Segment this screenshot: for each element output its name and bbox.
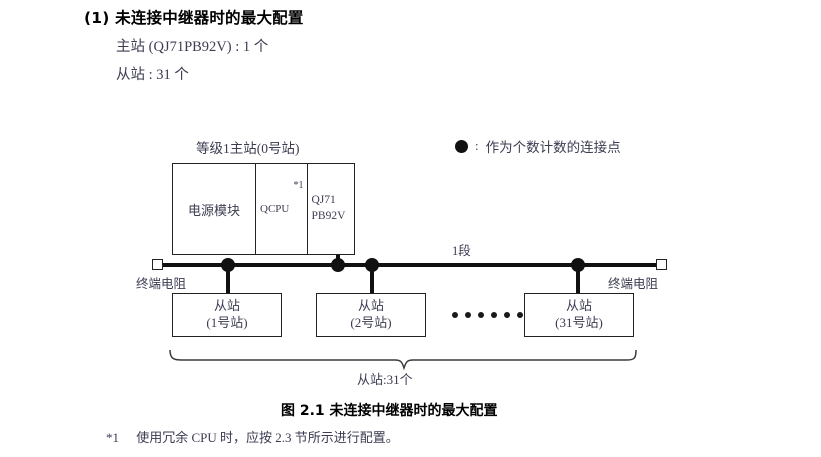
terminating-resistor-right-label: 终端电阻	[608, 277, 659, 291]
cpu-module-label: QCPU	[260, 203, 290, 215]
slave-group-caption: 从站:31个	[357, 372, 413, 387]
network-module-cell: QJ71 PB92V	[308, 164, 355, 254]
slave-2-station: (2号站)	[350, 315, 392, 330]
slave-station-box-31: 从站 (31号站)	[524, 293, 634, 337]
network-module-label-line2: PB92V	[311, 210, 346, 222]
master-station-label: 等级1主站(0号站)	[196, 141, 300, 156]
bracket-shape-icon	[169, 349, 637, 371]
footnote: *1 使用冗余 CPU 时，应按 2.3 节所示进行配置。	[106, 427, 399, 446]
slave-station-box-1: 从站 (1号站)	[172, 293, 282, 337]
ellipsis-dot	[504, 312, 510, 318]
power-module-cell: 电源模块	[173, 164, 257, 254]
slave-station-box-2: 从站 (2号站)	[316, 293, 426, 337]
ellipsis-dot	[452, 312, 458, 318]
slave-group-bracket	[168, 348, 638, 375]
footnote-mark: *1	[106, 430, 119, 445]
ellipsis-dot	[478, 312, 484, 318]
ellipsis-dots	[452, 312, 523, 318]
heading-block: (1) 未连接中继器时的最大配置 主站 (QJ71PB92V) : 1 个 从站…	[84, 6, 684, 84]
slave-2-title: 从站	[357, 298, 384, 314]
terminating-resistor-left-icon	[152, 259, 163, 270]
filled-circle-icon	[455, 139, 468, 153]
slave-1-title: 从站	[213, 298, 240, 314]
slave-31-station: (31号站)	[555, 315, 603, 330]
cpu-footnote-mark: *1	[293, 180, 304, 191]
footnote-text: 使用冗余 CPU 时，应按 2.3 节所示进行配置。	[136, 430, 399, 445]
ellipsis-dot	[491, 312, 497, 318]
slave-31-title: 从站	[565, 298, 592, 314]
network-module-label-line1: QJ71	[311, 194, 336, 207]
terminating-resistor-right-icon	[656, 259, 667, 270]
figure-caption: 图 2.1 未连接中继器时的最大配置	[281, 403, 498, 419]
ellipsis-dot	[465, 312, 471, 318]
terminating-resistor-left-label: 终端电阻	[136, 277, 187, 291]
slave-2-drop-line	[370, 265, 374, 293]
connection-dot-master	[331, 258, 345, 272]
ellipsis-dot	[517, 312, 523, 318]
slave-31-drop-line	[576, 265, 580, 293]
page-title: (1) 未连接中继器时的最大配置	[84, 9, 304, 27]
power-module-label: 电源模块	[188, 202, 241, 218]
bus-line	[158, 263, 661, 267]
spec-line-slave: 从站 : 31 个	[116, 67, 189, 83]
slave-1-drop-line	[226, 265, 230, 293]
slave-1-station: (1号站)	[206, 315, 248, 330]
segment-label: 1段	[452, 244, 471, 258]
cpu-module-cell: QCPU *1	[256, 164, 308, 254]
master-unit-assembly: 电源模块 QCPU *1 QJ71 PB92V	[172, 163, 355, 255]
spec-line-master: 主站 (QJ71PB92V) : 1 个	[116, 39, 269, 55]
legend-colon: :	[475, 138, 479, 153]
legend: : 作为个数计数的连接点	[455, 136, 621, 156]
legend-label: 作为个数计数的连接点	[485, 140, 621, 155]
